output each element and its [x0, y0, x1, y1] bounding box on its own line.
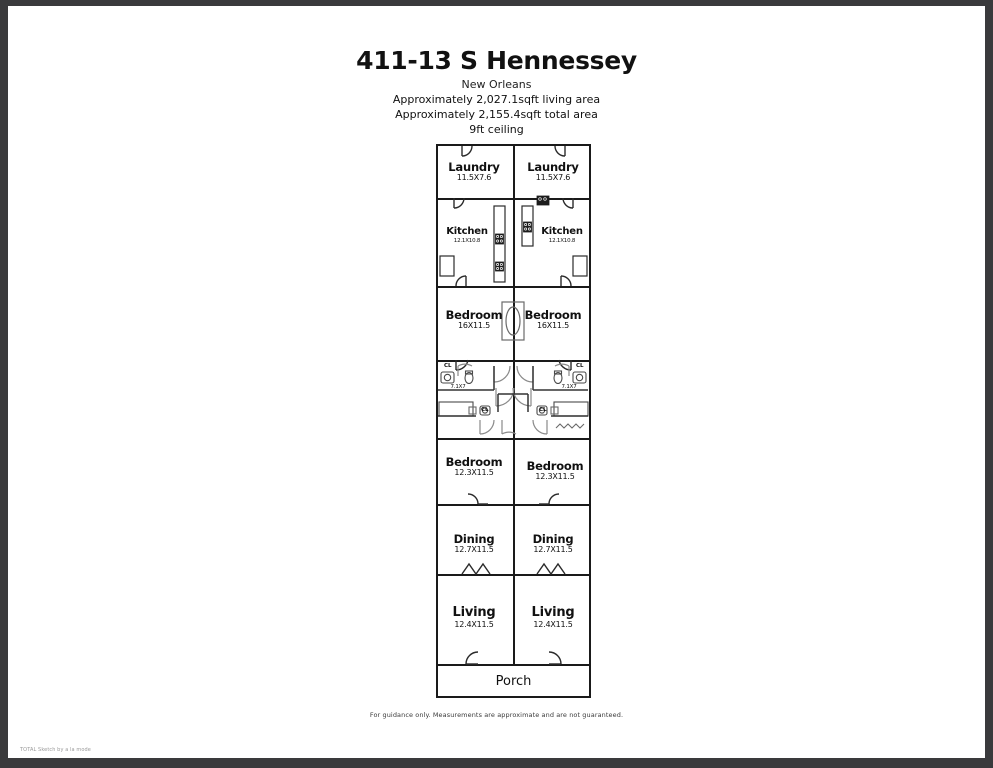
living-area-text: Approximately 2,027.1sqft living area [392, 93, 601, 106]
party-wall [512, 146, 515, 666]
room-label-bedroom2-right: Bedroom 12.3X11.5 [517, 460, 593, 481]
room-name: Bedroom [526, 459, 584, 473]
room-name: Dining [453, 532, 495, 546]
room-label-bath-left: 7.1X7 [436, 384, 480, 391]
room-label-kitchen-right: Kitchen 12.1X10.8 [529, 226, 595, 244]
room-label-bedroom2-left: Bedroom 12.3X11.5 [436, 456, 512, 477]
room-dimension: 12.1X10.8 [453, 237, 481, 244]
room-name: Bedroom [524, 308, 582, 322]
ceiling-text: 9ft ceiling [469, 123, 524, 136]
room-dimension: 16X11.5 [457, 321, 491, 331]
plan-details [438, 145, 589, 665]
room-dimension: 11.5X7.6 [535, 173, 571, 183]
plan-header: 411-13 S Hennessey New Orleans Approxima… [8, 46, 985, 137]
room-label-living-right: Living 12.4X11.5 [515, 606, 591, 629]
closet-label-right-lower: CL [539, 407, 547, 413]
room-name: Laundry [448, 160, 500, 174]
room-name: Laundry [527, 160, 579, 174]
room-label-laundry-left: Laundry 11.5X7.6 [436, 161, 512, 182]
software-watermark: TOTAL Sketch by a la mode [20, 747, 91, 753]
floorplan-page: 411-13 S Hennessey New Orleans Approxima… [8, 6, 985, 758]
room-dimension: 12.3X11.5 [454, 468, 494, 478]
room-dimension: 12.3X11.5 [535, 472, 575, 482]
wall-bedroom-bath [438, 360, 589, 362]
wall-bedroom2-dining [438, 504, 589, 506]
disclaimer-text: For guidance only. Measurements are appr… [369, 711, 624, 719]
floor-plan-drawing: Laundry 11.5X7.6 Kitchen 12.1X10.8 Bedro… [436, 144, 591, 698]
city-subtitle: New Orleans [461, 78, 532, 91]
room-dimension: 16X11.5 [536, 321, 570, 331]
room-name: Kitchen [446, 226, 488, 237]
room-name: Bedroom [445, 308, 503, 322]
wall-living-porch [438, 664, 589, 666]
room-label-bedroom-right: Bedroom 16X11.5 [515, 309, 591, 330]
room-label-kitchen-left: Kitchen 12.1X10.8 [434, 226, 500, 244]
room-dimension: 12.4X11.5 [533, 619, 573, 629]
closet-label-left-lower: CL [481, 407, 489, 413]
room-name: Kitchen [541, 226, 583, 237]
wall-kitchen-bedroom [438, 286, 589, 288]
room-dimension: 12.4X11.5 [454, 619, 494, 629]
closet-label-right-upper: CL [576, 363, 584, 369]
wall-dining-living [438, 574, 589, 576]
room-name: Living [531, 605, 575, 620]
total-area-text: Approximately 2,155.4sqft total area [395, 108, 598, 121]
room-label-dining-right: Dining 12.7X11.5 [515, 533, 591, 554]
closet-label-left-upper: CL [444, 363, 452, 369]
room-name: Bedroom [445, 455, 503, 469]
room-label-laundry-right: Laundry 11.5X7.6 [515, 161, 591, 182]
wall-laundry-kitchen [438, 198, 589, 200]
wall-bath-bedroom2 [438, 438, 589, 440]
room-dimension: 11.5X7.6 [456, 173, 492, 183]
page-title: 411-13 S Hennessey [356, 46, 637, 75]
room-label-dining-left: Dining 12.7X11.5 [436, 533, 512, 554]
area-summary: Approximately 2,027.1sqft living area Ap… [8, 93, 985, 137]
room-name: Dining [532, 532, 574, 546]
room-label-bedroom-left: Bedroom 16X11.5 [436, 309, 512, 330]
room-dimension: 12.7X11.5 [533, 545, 573, 555]
room-label-living-left: Living 12.4X11.5 [436, 606, 512, 629]
room-name: Living [452, 605, 496, 620]
room-dimension: 7.1X7 [561, 384, 577, 390]
room-label-bath-right: 7.1X7 [547, 384, 591, 391]
room-dimension: 12.7X11.5 [454, 545, 494, 555]
room-label-porch: Porch [495, 674, 532, 689]
room-dimension: 7.1X7 [450, 384, 466, 390]
room-dimension: 12.1X10.8 [548, 237, 576, 244]
